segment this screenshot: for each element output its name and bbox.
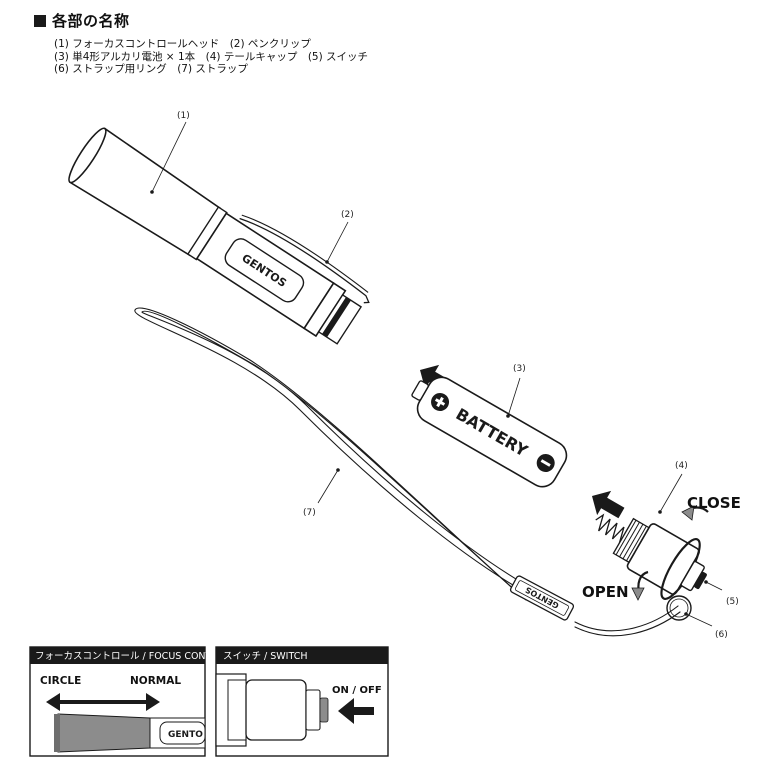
strap-ring xyxy=(666,595,692,621)
title-square-icon xyxy=(34,14,46,27)
svg-text:(1): (1) xyxy=(177,111,190,121)
open-arrow-icon xyxy=(631,570,649,601)
svg-text:(4): (4) xyxy=(675,461,688,471)
callout-7: (7) xyxy=(303,468,340,518)
svg-text:(3): (3) xyxy=(513,364,526,374)
focus-brand: GENTO xyxy=(168,730,203,740)
callout-1: (1) xyxy=(150,111,190,194)
on-off-label: ON / OFF xyxy=(332,685,382,696)
inset-switch: スイッチ / SWITCH ON / OFF xyxy=(215,646,389,757)
switch-button xyxy=(680,560,705,592)
title-text: 各部の名称 xyxy=(52,12,130,30)
svg-text:(5): (5) xyxy=(726,597,739,607)
legend-line-2: (3) 単4形アルカリ電池 × 1本 (4) テールキャップ (5) スイッチ xyxy=(54,50,369,63)
callout-5: (5) xyxy=(704,580,739,607)
close-arrow-icon xyxy=(681,505,709,521)
insert-arrow-2 xyxy=(592,490,625,519)
close-label: CLOSE xyxy=(687,494,741,512)
svg-text:(2): (2) xyxy=(341,210,354,220)
svg-text:(6): (6) xyxy=(715,630,728,640)
tail-cap xyxy=(595,513,707,600)
callout-4: (4) xyxy=(658,461,688,514)
focus-header: フォーカスコントロール / FOCUS CONTROL xyxy=(35,651,231,662)
inset-focus-control: フォーカスコントロール / FOCUS CONTROL CIRCLE NORMA… xyxy=(29,646,231,757)
spring-icon xyxy=(595,513,625,544)
switch-header: スイッチ / SWITCH xyxy=(223,651,308,662)
flashlight-body: GENTOS xyxy=(68,127,370,345)
battery: BATTERY xyxy=(411,376,568,488)
normal-label: NORMAL xyxy=(130,675,181,687)
strap xyxy=(134,307,681,637)
body-plate xyxy=(224,238,305,303)
callout-3: (3) xyxy=(506,364,526,418)
legend-line-1: (1) フォーカスコントロールヘッド (2) ペンクリップ xyxy=(54,38,311,50)
press-arrow-icon xyxy=(338,698,374,724)
callout-6: (6) xyxy=(684,612,728,640)
legend-line-3: (6) ストラップ用リング (7) ストラップ xyxy=(54,63,248,75)
parts-legend: (1) フォーカスコントロールヘッド (2) ペンクリップ (3) 単4形アルカ… xyxy=(54,38,368,76)
section-title: 各部の名称 xyxy=(34,10,130,31)
double-arrow-icon xyxy=(46,693,160,711)
callout-2: (2) xyxy=(325,210,354,264)
pen-clip xyxy=(239,217,370,304)
open-label: OPEN xyxy=(582,583,629,601)
circle-label: CIRCLE xyxy=(40,675,81,687)
svg-text:(7): (7) xyxy=(303,508,316,518)
strap-tag: GENTOS xyxy=(509,575,575,621)
